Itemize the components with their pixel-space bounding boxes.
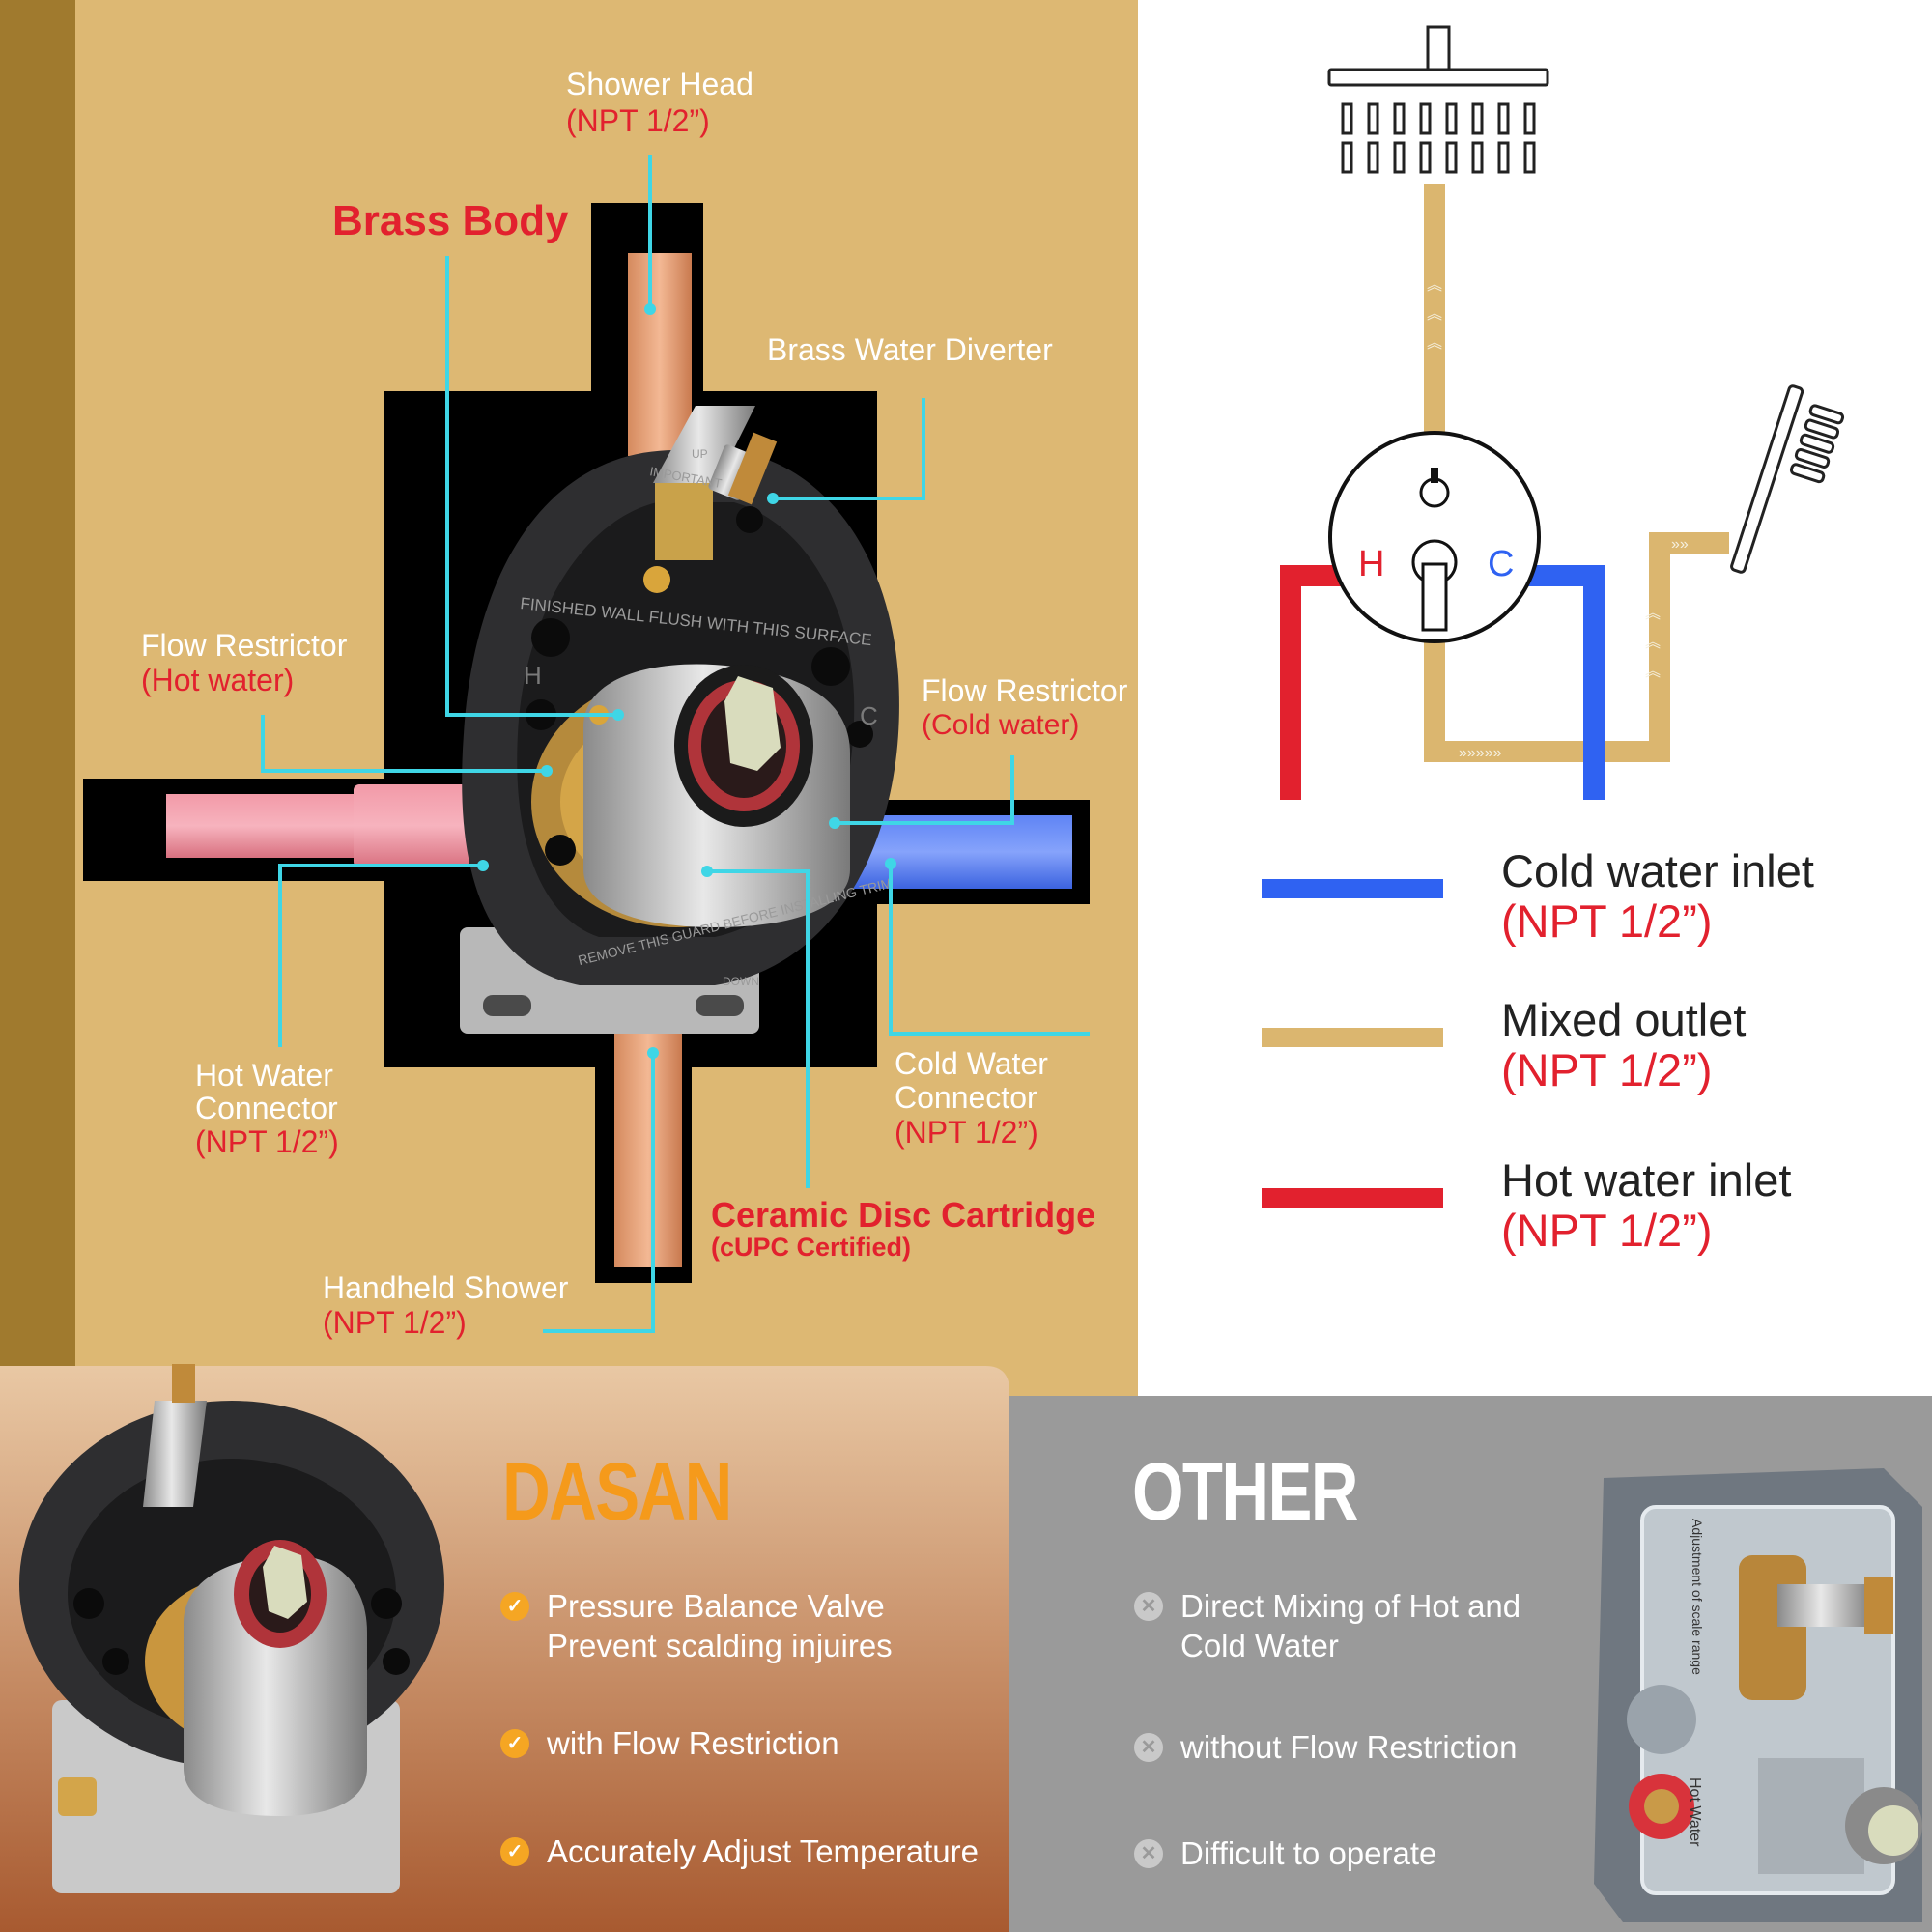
brass-body-label: Brass Body: [332, 197, 569, 244]
dasan-title: DASAN: [502, 1446, 732, 1537]
svg-text:»»: »»: [1671, 536, 1689, 553]
other-feature-3-text: Difficult to operate: [1180, 1835, 1437, 1871]
check-icon: ✓: [500, 1592, 529, 1621]
hot-water-connector-npt: (NPT 1/2”): [195, 1124, 339, 1159]
schematic-hot-pipe: [1280, 565, 1343, 800]
valve-c-marking: C: [860, 701, 878, 730]
valve-h-marking: H: [524, 661, 542, 690]
dasan-feature-1-text: Pressure Balance Valve Prevent scalding …: [547, 1588, 893, 1663]
cross-icon: ✕: [1134, 1592, 1163, 1621]
cold-water-connector-label-1: Cold Water: [895, 1046, 1048, 1081]
top-copper-pipe: [628, 253, 692, 456]
svg-text:︽: ︽: [1645, 635, 1661, 651]
schematic-shower-head-icon: [1327, 25, 1549, 174]
handheld-shower-label: Handheld Shower: [323, 1270, 569, 1305]
flow-restrictor-hot-label: Flow Restrictor: [141, 628, 348, 663]
dark-gold-edge: [0, 0, 75, 1396]
schematic-c-letter: C: [1488, 544, 1514, 584]
other-valve-image: [1594, 1468, 1922, 1922]
schematic-handle-lever: [1421, 562, 1448, 632]
cross-icon: ✕: [1134, 1733, 1163, 1762]
other-feature-1-text: Direct Mixing of Hot and Cold Water: [1180, 1588, 1521, 1663]
schematic-cold-pipe: [1526, 565, 1605, 800]
check-icon: ✓: [500, 1729, 529, 1758]
legend-hot-swatch: [1262, 1188, 1443, 1208]
schematic-mixed-loop-pipe: [1424, 532, 1729, 762]
dasan-feature-2-text: with Flow Restriction: [547, 1725, 839, 1761]
legend-cold-npt: (NPT 1/2”): [1501, 895, 1713, 947]
legend-hot-npt: (NPT 1/2”): [1501, 1205, 1713, 1256]
leader-lines: [261, 155, 1090, 1333]
hot-pipe-coupling: [354, 784, 469, 867]
valve-body: [460, 406, 899, 1034]
svg-text:︽: ︽: [1427, 335, 1442, 352]
other-title: OTHER: [1132, 1446, 1359, 1537]
schematic-handheld-shower-icon: [1730, 384, 1845, 574]
schematic-flow-arrows: ︽ ︽ ︽ ︽ ︽ ︽ »»»»» »»: [1427, 277, 1689, 761]
valve-down-text: DOWN: [723, 975, 759, 988]
flow-restrictor-hot-sub: (Hot water): [141, 663, 294, 697]
dasan-feature-3: ✓ Accurately Adjust Temperature: [500, 1832, 1041, 1871]
legend-hot-label: Hot water inlet: [1501, 1154, 1792, 1206]
other-feature-3: ✕ Difficult to operate: [1134, 1833, 1559, 1873]
legend-cold: Cold water inlet (NPT 1/2”): [1262, 846, 1814, 947]
shower-head-npt: (NPT 1/2”): [566, 103, 710, 138]
cross-icon: ✕: [1134, 1839, 1163, 1868]
schematic-diverter-stem: [1431, 468, 1438, 483]
dasan-feature-3-text: Accurately Adjust Temperature: [547, 1833, 979, 1869]
legend-mixed-npt: (NPT 1/2”): [1501, 1044, 1713, 1095]
svg-text:︽: ︽: [1645, 664, 1661, 680]
legend-mixed-label: Mixed outlet: [1501, 994, 1747, 1045]
dasan-valve-image: [19, 1364, 444, 1893]
other-feature-2-text: without Flow Restriction: [1180, 1729, 1518, 1765]
svg-text:︽: ︽: [1645, 606, 1661, 622]
hot-water-connector-label-2: Connector: [195, 1091, 338, 1125]
cold-water-connector-npt: (NPT 1/2”): [895, 1115, 1038, 1150]
svg-text:︽: ︽: [1427, 277, 1442, 294]
shower-head-label: Shower Head: [566, 67, 753, 101]
other-box-range-label: Adjustment of scale range: [1690, 1519, 1705, 1675]
legend-hot: Hot water inlet (NPT 1/2”): [1262, 1155, 1791, 1256]
flow-restrictor-cold-label: Flow Restrictor: [922, 673, 1128, 708]
other-feature-1: ✕ Direct Mixing of Hot and Cold Water: [1134, 1586, 1559, 1665]
ceramic-disc-cartridge-sub: (cUPC Certified): [711, 1233, 911, 1262]
schematic-pipes: [1280, 184, 1729, 800]
svg-text:︽: ︽: [1427, 306, 1442, 323]
hot-water-connector-label-1: Hot Water: [195, 1058, 333, 1093]
dasan-feature-1: ✓ Pressure Balance Valve Prevent scaldin…: [500, 1586, 1041, 1665]
legend-cold-swatch: [1262, 879, 1443, 898]
schematic-h-letter: H: [1358, 544, 1384, 584]
flow-restrictor-cold-sub: (Cold water): [922, 709, 1079, 741]
handheld-shower-npt: (NPT 1/2”): [323, 1305, 467, 1340]
ceramic-disc-cartridge-label: Ceramic Disc Cartridge: [711, 1195, 1095, 1235]
dasan-feature-2: ✓ with Flow Restriction: [500, 1723, 1041, 1763]
schematic-valve-circle: [1328, 431, 1541, 643]
other-feature-2: ✕ without Flow Restriction: [1134, 1727, 1559, 1767]
other-box-hot-label: Hot Water: [1687, 1777, 1703, 1847]
legend-mixed: Mixed outlet (NPT 1/2”): [1262, 995, 1746, 1095]
brass-water-diverter-label: Brass Water Diverter: [767, 332, 1053, 367]
svg-text:»»»»»: »»»»»: [1459, 745, 1502, 761]
cold-water-connector-label-2: Connector: [895, 1080, 1037, 1115]
valve-up-text: UP: [692, 447, 708, 461]
legend-cold-label: Cold water inlet: [1501, 845, 1814, 896]
check-icon: ✓: [500, 1837, 529, 1866]
legend-mixed-swatch: [1262, 1028, 1443, 1047]
